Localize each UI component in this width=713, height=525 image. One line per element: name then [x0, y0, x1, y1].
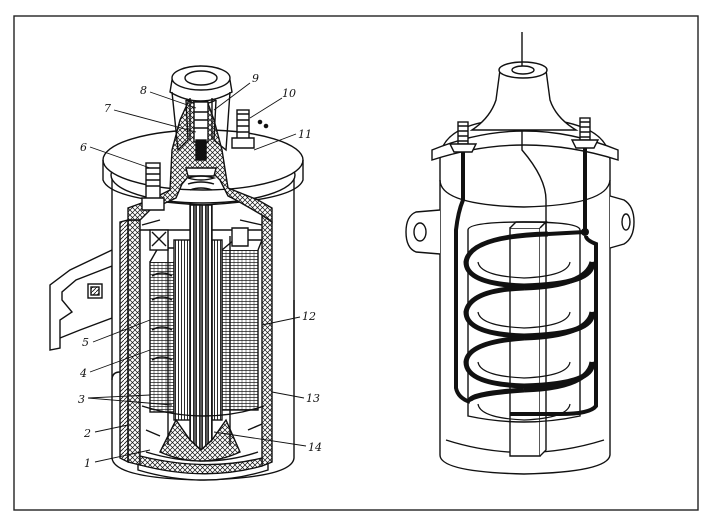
part-label-6: 6: [80, 141, 87, 154]
secondary-lead: [521, 130, 547, 236]
part-label-3: 3: [78, 393, 85, 406]
left-wall-section: [127, 219, 141, 466]
secondary-winding-right: [221, 249, 259, 411]
primary-lead-left: [454, 152, 471, 404]
schematic-terminal-right: [570, 117, 600, 149]
mounting-bracket: [49, 249, 113, 351]
part-label-14: 14: [308, 441, 322, 454]
part-number-labels: 1 2 3 4 5 6 7 8 9 10 11 12 13 14: [78, 72, 322, 470]
central-terminal: [185, 101, 217, 191]
schematic-terminal-left: [448, 121, 478, 153]
part-label-7: 7: [104, 102, 111, 115]
bottom-insulator: [139, 455, 263, 475]
core-insulator: [159, 418, 241, 462]
low-tension-terminal-right: [231, 109, 269, 149]
leader-lines: [87, 82, 307, 463]
part-label-12: 12: [302, 310, 316, 323]
part-label-8: 8: [140, 84, 147, 97]
secondary-helix: [477, 261, 571, 421]
primary-winding: [173, 239, 191, 421]
part-label-11: 11: [298, 128, 312, 141]
high-tension-tower: [169, 65, 233, 152]
schematic-coil: [405, 32, 635, 475]
part-label-13: 13: [306, 392, 320, 405]
part-label-1: 1: [84, 457, 91, 470]
part-label-9: 9: [252, 72, 259, 85]
low-tension-terminal-left: [141, 162, 165, 211]
part-label-4: 4: [79, 367, 87, 380]
part-label-10: 10: [282, 87, 296, 100]
part-label-2: 2: [83, 427, 91, 440]
part-label-5: 5: [82, 336, 89, 349]
right-wall-section: [261, 213, 273, 468]
schematic-tower: [469, 69, 579, 131]
secondary-winding-left: [149, 261, 175, 413]
primary-helix: [463, 231, 595, 404]
